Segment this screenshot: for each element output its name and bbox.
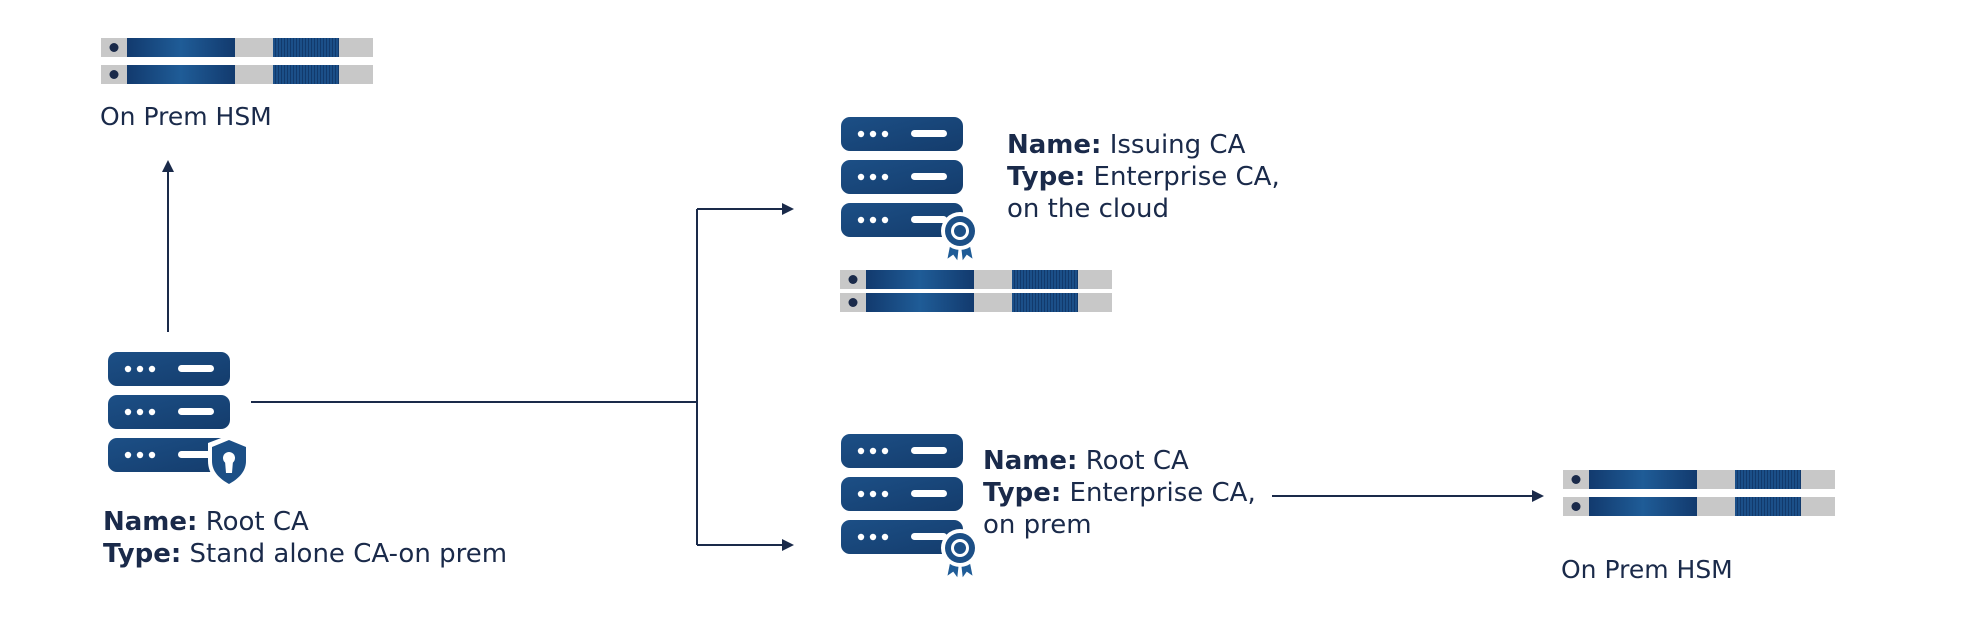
issuing-ca-label: Name: Issuing CA Type: Enterprise CA, on… — [1007, 129, 1280, 225]
root-standalone-label: Name: Root CA Type: Stand alone CA-on pr… — [103, 506, 507, 570]
name-key: Name: — [103, 507, 198, 537]
issuing-ca-certificate-ribbon-icon — [940, 211, 980, 264]
hsm-issuing-icon — [840, 270, 1112, 312]
type-value-line2: on the cloud — [1007, 194, 1169, 224]
type-key: Type: — [983, 478, 1062, 508]
name-key: Name: — [1007, 130, 1102, 160]
type-key: Type: — [103, 539, 182, 569]
type-value: Enterprise CA, — [1093, 162, 1280, 192]
type-value: Enterprise CA, — [1069, 478, 1256, 508]
type-value-line2: on prem — [983, 510, 1092, 540]
hsm-top-icon — [101, 38, 373, 84]
shield-keyhole-icon — [208, 435, 250, 489]
enterprise-root-label: Name: Root CA Type: Enterprise CA, on pr… — [983, 445, 1256, 541]
name-value: Root CA — [1085, 446, 1189, 476]
name-value: Issuing CA — [1109, 130, 1246, 160]
name-key: Name: — [983, 446, 1078, 476]
hsm-right-icon — [1563, 470, 1835, 516]
enterprise-root-certificate-ribbon-icon — [940, 528, 980, 581]
type-value: Stand alone CA-on prem — [189, 539, 508, 569]
issuing-ca-server-icon — [841, 117, 963, 237]
type-key: Type: — [1007, 162, 1086, 192]
hsm-right-label: On Prem HSM — [1561, 555, 1733, 584]
hsm-top-label: On Prem HSM — [100, 102, 272, 131]
enterprise-root-server-icon — [841, 434, 963, 554]
name-value: Root CA — [205, 507, 309, 537]
